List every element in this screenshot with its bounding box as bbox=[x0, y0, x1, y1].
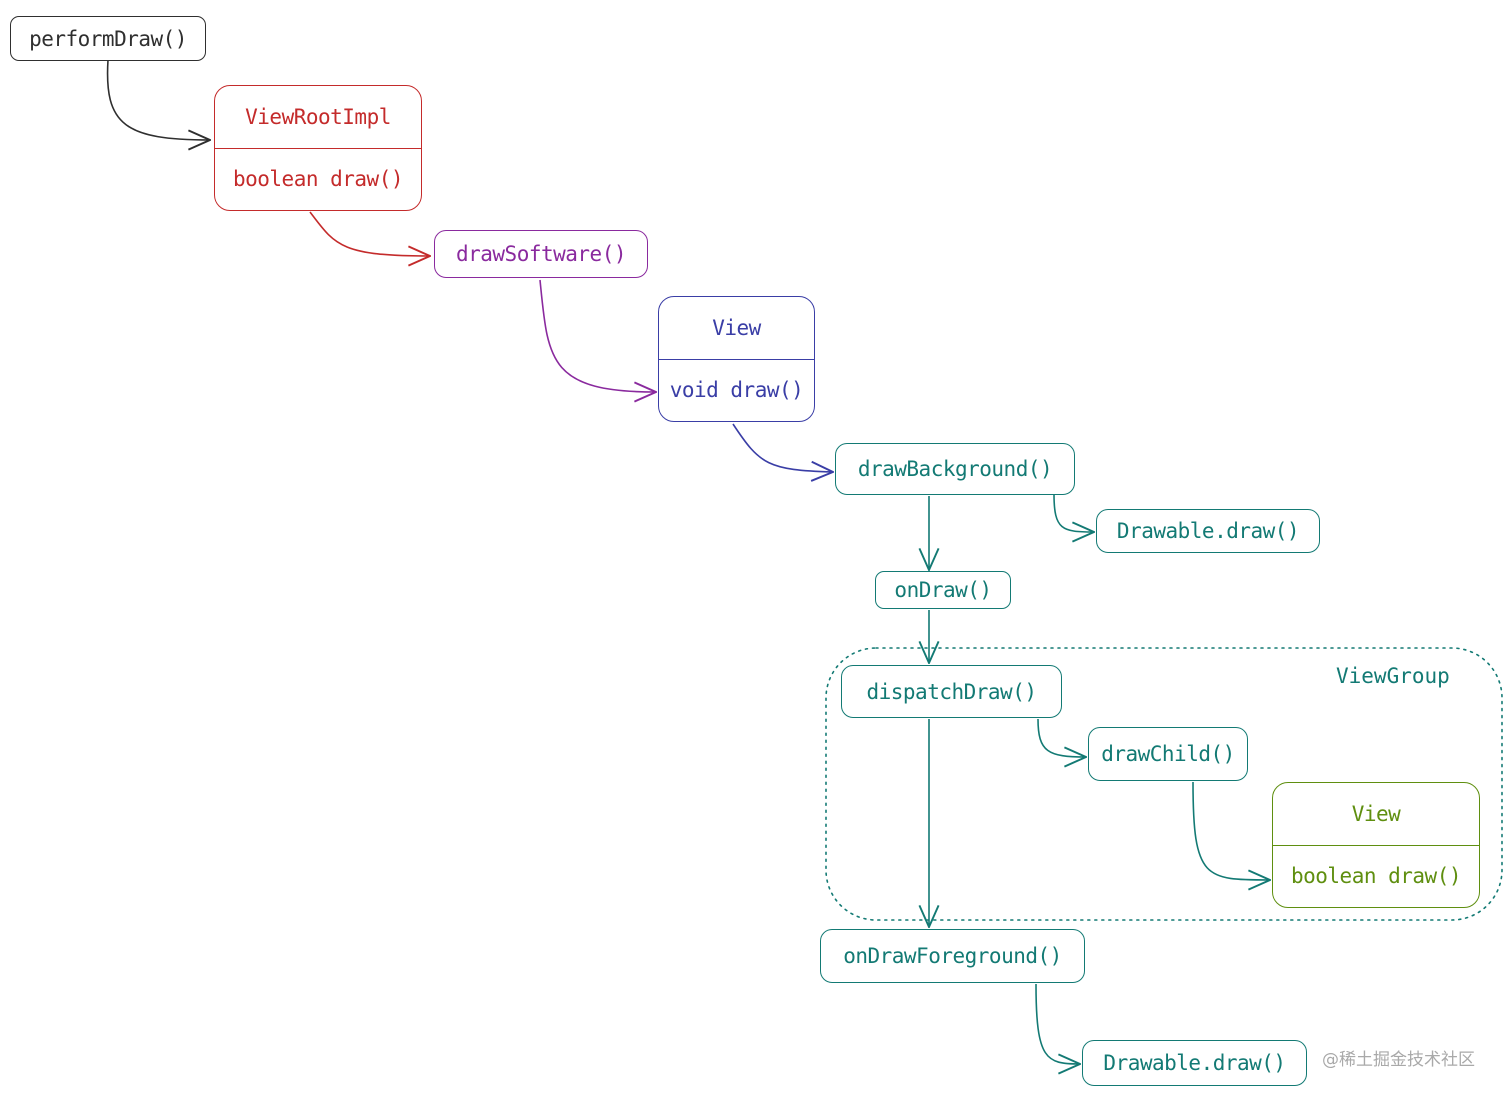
viewgroup-container bbox=[825, 647, 1503, 921]
class-separator bbox=[659, 358, 814, 360]
arrow-performdraw-to-viewrootimpl bbox=[106, 59, 210, 140]
viewgroup-label: ViewGroup bbox=[1336, 664, 1450, 688]
node-draw-background: drawBackground() bbox=[835, 443, 1075, 495]
class-header: View bbox=[1351, 801, 1401, 826]
arrow-view-to-drawbackground bbox=[732, 423, 833, 472]
node-dispatch-draw: dispatchDraw() bbox=[841, 665, 1062, 718]
node-drawable-draw-1: Drawable.draw() bbox=[1096, 509, 1320, 553]
node-draw-child: drawChild() bbox=[1088, 727, 1248, 781]
class-separator bbox=[215, 147, 421, 149]
class-header: ViewRootImpl bbox=[245, 104, 391, 129]
arrow-dispatchdraw-to-drawchild bbox=[1037, 718, 1086, 757]
node-view-root-impl: ViewRootImpl boolean draw() bbox=[214, 85, 422, 211]
class-method: boolean draw() bbox=[232, 167, 404, 192]
node-on-draw-foreground: onDrawForeground() bbox=[820, 929, 1085, 983]
node-draw-software: drawSoftware() bbox=[434, 230, 648, 278]
node-view: View void draw() bbox=[658, 296, 815, 422]
node-drawable-draw-2: Drawable.draw() bbox=[1082, 1040, 1307, 1086]
arrow-ondrawforeground-to-drawable bbox=[1035, 983, 1080, 1064]
node-child-view: View boolean draw() bbox=[1272, 782, 1480, 908]
class-method: void draw() bbox=[669, 378, 804, 403]
arrow-drawsoftware-to-view bbox=[539, 279, 656, 392]
arrow-drawchild-to-childview bbox=[1192, 781, 1270, 880]
watermark: @稀土掘金技术社区 bbox=[1322, 1050, 1475, 1070]
node-on-draw: onDraw() bbox=[875, 571, 1011, 609]
arrow-drawbackground-to-drawable bbox=[1053, 493, 1094, 532]
arrow-viewrootimpl-to-drawsoftware bbox=[309, 211, 430, 256]
class-method: boolean draw() bbox=[1290, 864, 1462, 889]
class-header: View bbox=[712, 315, 761, 340]
node-perform-draw: performDraw() bbox=[10, 16, 206, 61]
class-separator bbox=[1273, 844, 1479, 846]
